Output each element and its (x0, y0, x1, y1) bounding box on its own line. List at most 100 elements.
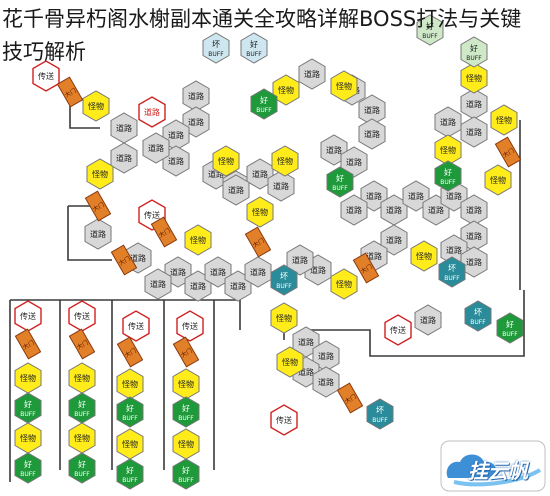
map-node-monster: 怪物 (460, 62, 488, 94)
map-node-road: 道路 (358, 118, 386, 150)
node-label: 道路 (364, 105, 380, 115)
node-buff-label: BUFF (256, 107, 272, 114)
map-node-good: 好 BUFF (14, 392, 42, 424)
map-node-monster: 怪物 (116, 368, 144, 400)
node-label: 道路 (230, 281, 246, 291)
path-line (304, 290, 525, 357)
node-label: 怪物 (218, 156, 234, 166)
door-marker: 大门 (244, 226, 272, 258)
map-node-road: 道路 (340, 194, 368, 226)
node-label: 怪物 (416, 251, 432, 261)
map-node-road: 道路 (110, 112, 138, 144)
door-markers: 大门大门大门大门大门大门大门大门大门大门大门大门 (14, 76, 522, 414)
door-box (56, 76, 84, 108)
hex-tile (244, 256, 272, 288)
hex-tile (464, 300, 492, 332)
map-node-road: 道路 (312, 366, 340, 398)
node-buff-label: BUFF (444, 275, 460, 282)
hex-tile (32, 60, 60, 92)
door-box (116, 336, 144, 368)
hex-tile (110, 142, 138, 174)
node-buff-label: BUFF (20, 411, 36, 418)
node-label: 道路 (168, 156, 184, 166)
node-label: 道路 (188, 91, 204, 101)
node-label: 怪物 (20, 433, 36, 443)
map-node-road: 道路 (298, 58, 326, 90)
node-label: 好 (78, 459, 86, 469)
hex-tile (460, 62, 488, 94)
hex-tile (142, 132, 170, 164)
node-label: 怪物 (466, 73, 482, 83)
node-label: 道路 (208, 169, 224, 179)
hex-tile (84, 218, 112, 250)
node-label: 道路 (386, 235, 402, 245)
map-node-road: 道路 (222, 174, 250, 206)
node-label: 传送 (144, 210, 160, 220)
hex-tile (366, 398, 394, 430)
hex-tile (267, 170, 295, 202)
node-label: 好 (24, 459, 32, 469)
map-node-monster: 怪物 (330, 70, 358, 102)
node-label: 道路 (228, 185, 244, 195)
hex-tile (330, 70, 358, 102)
node-label: 道路 (298, 337, 314, 347)
map-node-road: 道路 (84, 218, 112, 250)
node-label: 怪物 (277, 156, 293, 166)
node-label: 道路 (116, 153, 132, 163)
door-marker: 大门 (56, 76, 84, 108)
node-label: 坏 (376, 405, 384, 415)
node-label: 好 (336, 173, 344, 183)
node-label: 道路 (346, 157, 362, 167)
map-node-road: 道路 (460, 246, 488, 278)
node-label: 道路 (408, 191, 424, 201)
node-label: 道路 (144, 107, 160, 117)
node-label: 好 (24, 399, 32, 409)
map-node-monster: 怪物 (212, 145, 240, 177)
door-box (150, 216, 178, 248)
hex-tile (272, 74, 300, 106)
hex-tile (172, 458, 200, 490)
node-label: 怪物 (440, 145, 456, 155)
node-label: 道路 (346, 205, 362, 215)
hex-tile (340, 194, 368, 226)
node-label: 好 (182, 403, 190, 413)
hex-tile (222, 174, 250, 206)
hex-tile (271, 145, 299, 177)
hex-tile (144, 268, 172, 300)
map-node-monster: 怪物 (82, 90, 110, 122)
node-label: 怪物 (278, 85, 294, 95)
door-marker: 大门 (84, 190, 112, 222)
map-node-monster: 怪物 (68, 362, 96, 394)
node-label: 道路 (250, 267, 266, 277)
hex-tile (330, 268, 358, 300)
node-label: 传送 (182, 321, 198, 331)
door-marker: 大门 (110, 244, 138, 276)
node-label: 怪物 (490, 175, 506, 185)
node-label: 坏 (212, 39, 220, 49)
node-buff-label: BUFF (502, 331, 518, 338)
swoosh-icon (453, 468, 542, 487)
hex-tile (380, 224, 408, 256)
door-marker: 大门 (68, 328, 96, 360)
node-label: 道路 (326, 145, 342, 155)
node-label: 道路 (148, 143, 164, 153)
map-node-teleport: 传送 (384, 314, 412, 346)
hex-tile (460, 246, 488, 278)
node-label: 好 (470, 43, 478, 53)
hex-tile (384, 314, 412, 346)
hex-tile (416, 14, 444, 46)
map-node-road: 道路 (138, 96, 166, 128)
hex-tile (138, 96, 166, 128)
node-label: 道路 (318, 351, 334, 361)
door-marker: 大门 (172, 336, 200, 368)
door-marker: 大门 (494, 136, 522, 168)
hex-tile (14, 452, 42, 484)
